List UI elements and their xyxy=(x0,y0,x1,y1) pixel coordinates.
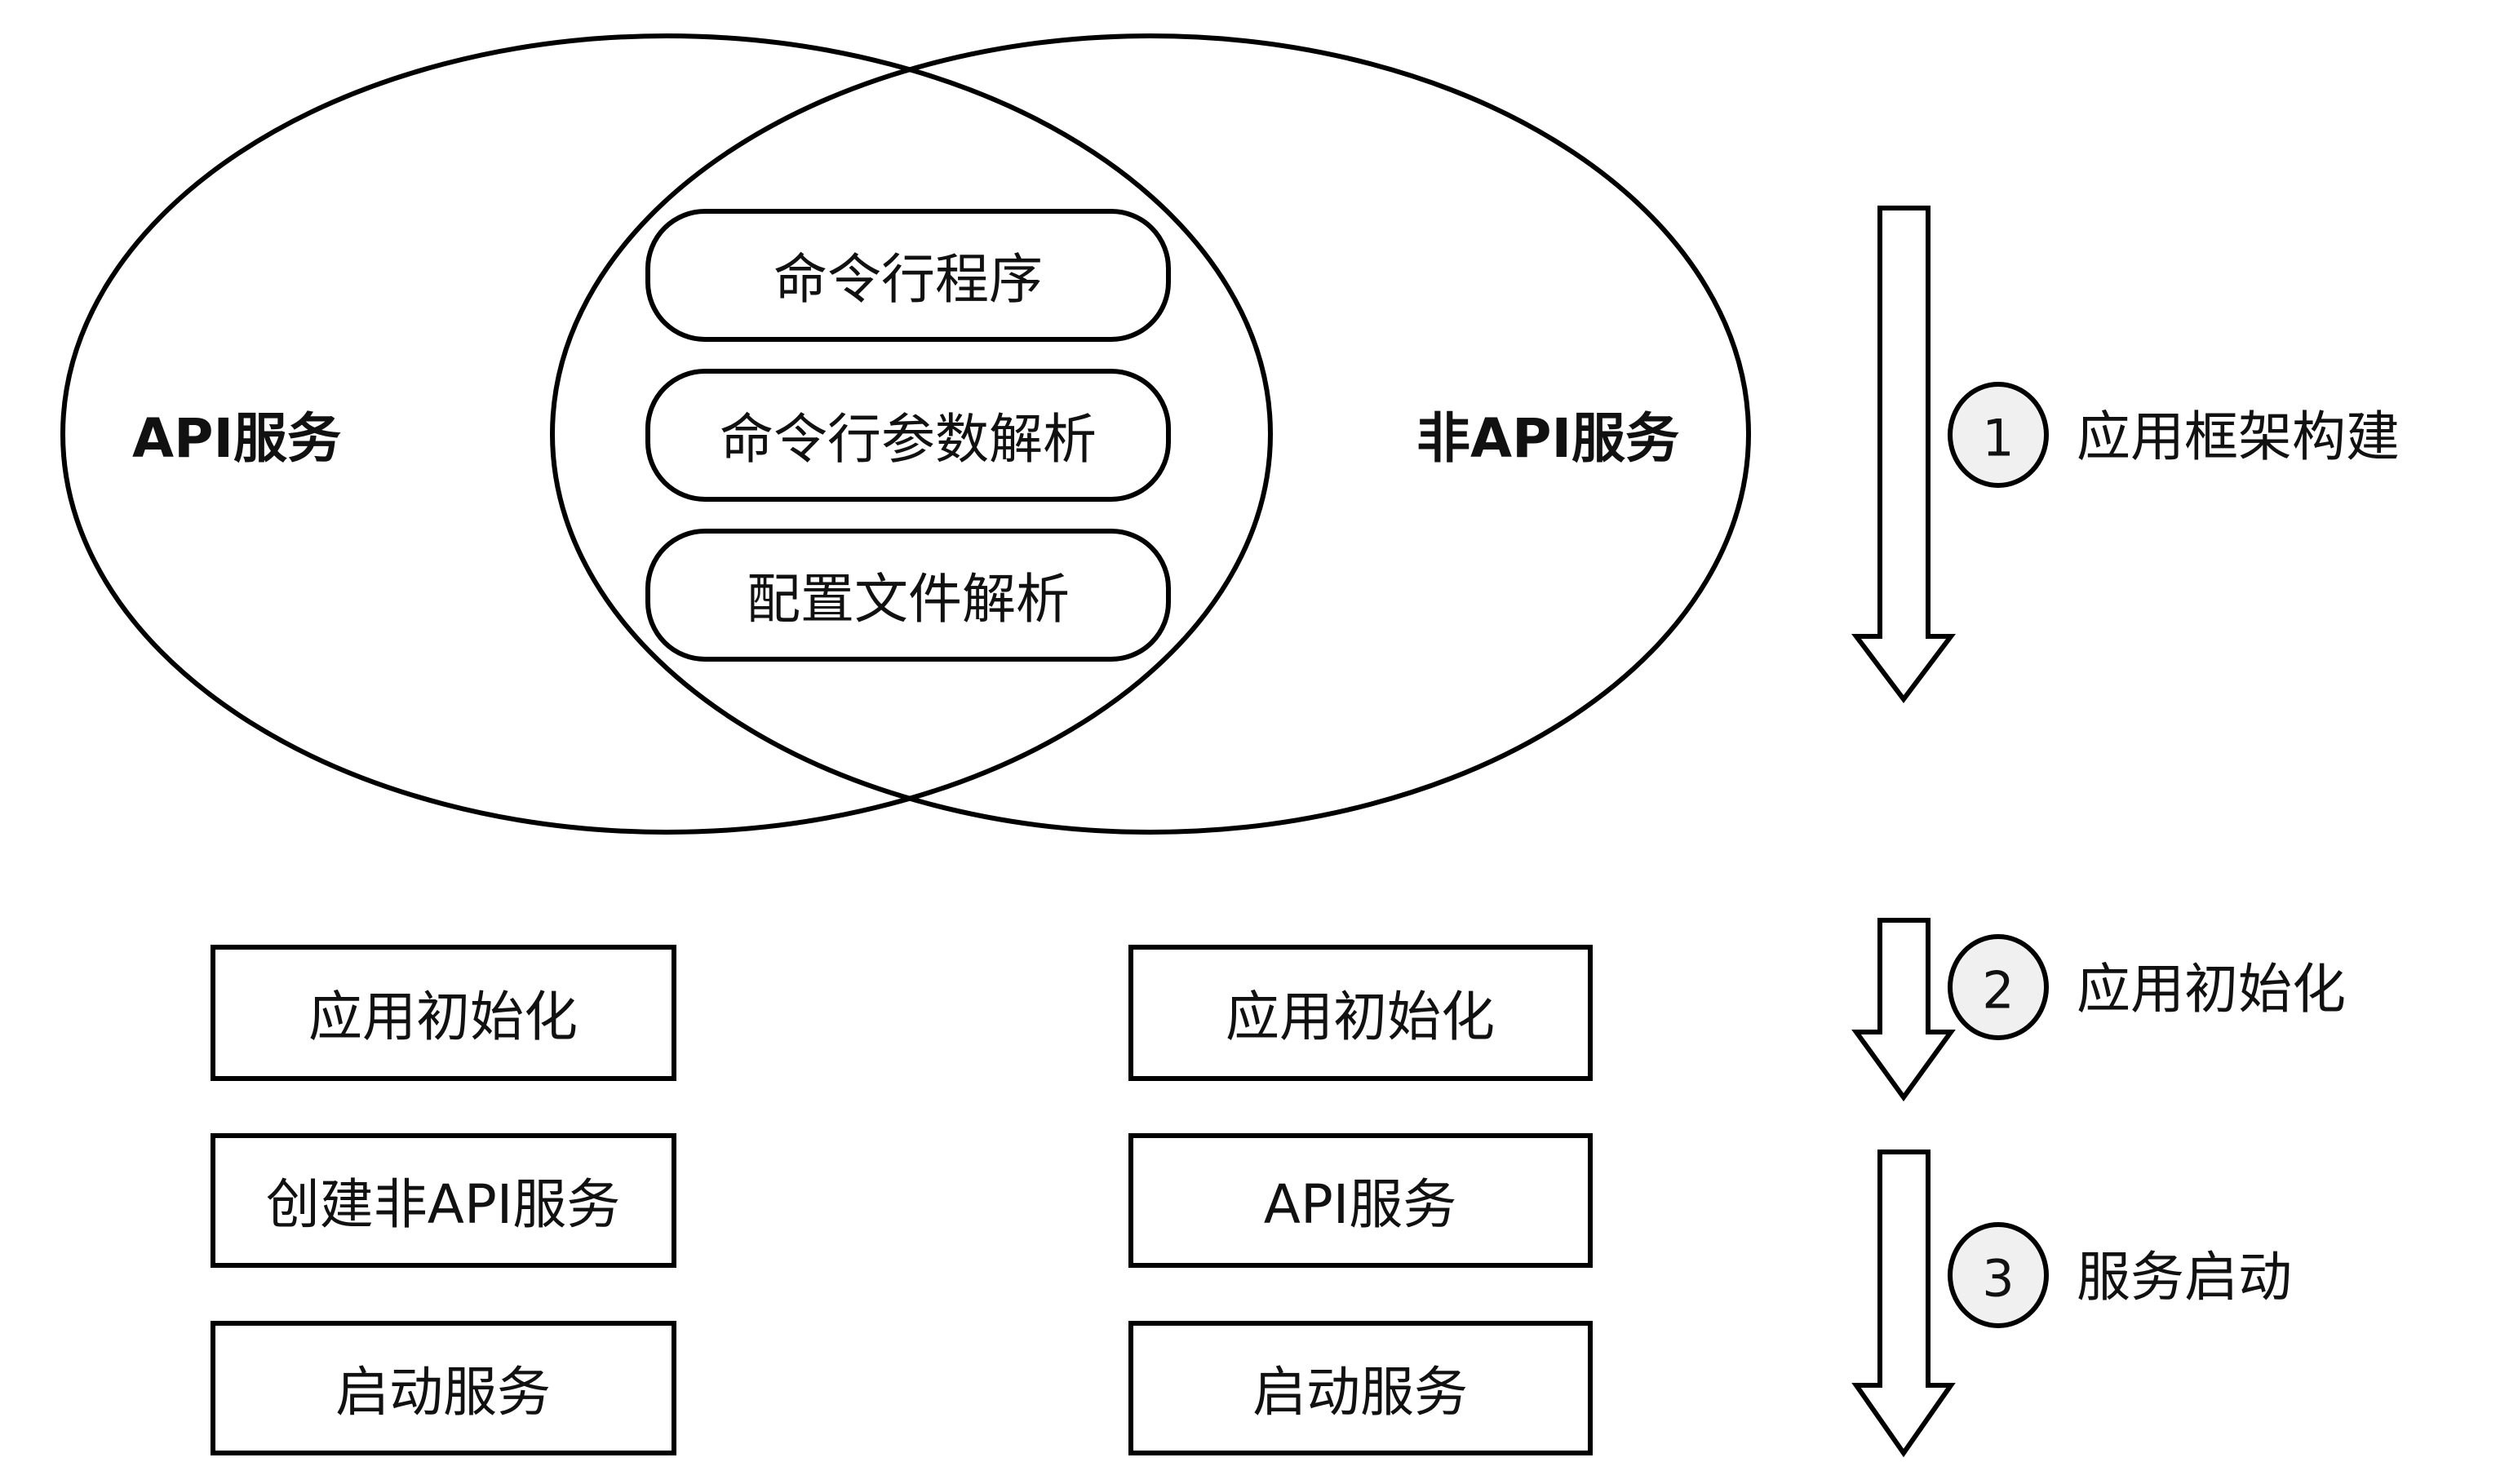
phase-2-badge xyxy=(1948,934,2049,1040)
shared-item-label-1: 命令行程序 xyxy=(774,248,1043,311)
non-api-step-label-3: 启动服务 xyxy=(1252,1361,1468,1424)
non-api-service-set-title: 非API服务 xyxy=(1416,407,1680,470)
api-step-label-1: 应用初始化 xyxy=(308,986,578,1048)
non-api-step-box-2 xyxy=(1128,1133,1593,1268)
phase-1-number: 1 xyxy=(1982,408,2015,468)
phase-1-badge xyxy=(1948,382,2049,488)
api-step-box-3 xyxy=(211,1321,676,1455)
shared-item-label-2: 命令行参数解析 xyxy=(720,408,1097,471)
api-service-set-title: API服务 xyxy=(131,407,342,470)
api-step-label-2: 创建非API服务 xyxy=(265,1173,621,1236)
non-api-step-box-1 xyxy=(1128,945,1593,1081)
shared-item-pill-2 xyxy=(645,369,1171,502)
phase-3-arrow xyxy=(1851,1150,1956,1458)
shared-item-pill-1 xyxy=(645,209,1171,342)
phase-1-label: 应用框架构建 xyxy=(2077,405,2400,468)
phase-2-arrow xyxy=(1851,918,1956,1102)
api-step-label-3: 启动服务 xyxy=(335,1361,551,1424)
shared-item-label-3: 配置文件解析 xyxy=(747,568,1070,631)
phase-3-number: 3 xyxy=(1982,1248,2015,1309)
phase-3-badge xyxy=(1948,1222,2049,1328)
api-step-box-2 xyxy=(211,1133,676,1268)
api-step-box-1 xyxy=(211,945,676,1081)
phase-3-label: 服务启动 xyxy=(2077,1246,2292,1309)
api-service-ellipse xyxy=(60,33,1273,835)
phase-2-number: 2 xyxy=(1982,960,2015,1021)
non-api-service-ellipse xyxy=(550,33,1751,835)
non-api-step-label-2: API服务 xyxy=(1263,1173,1457,1236)
phase-1-arrow xyxy=(1851,206,1957,703)
non-api-step-label-1: 应用初始化 xyxy=(1226,986,1495,1048)
non-api-step-box-3 xyxy=(1128,1321,1593,1455)
phase-2-label: 应用初始化 xyxy=(2077,958,2346,1021)
shared-item-pill-3 xyxy=(645,529,1171,662)
